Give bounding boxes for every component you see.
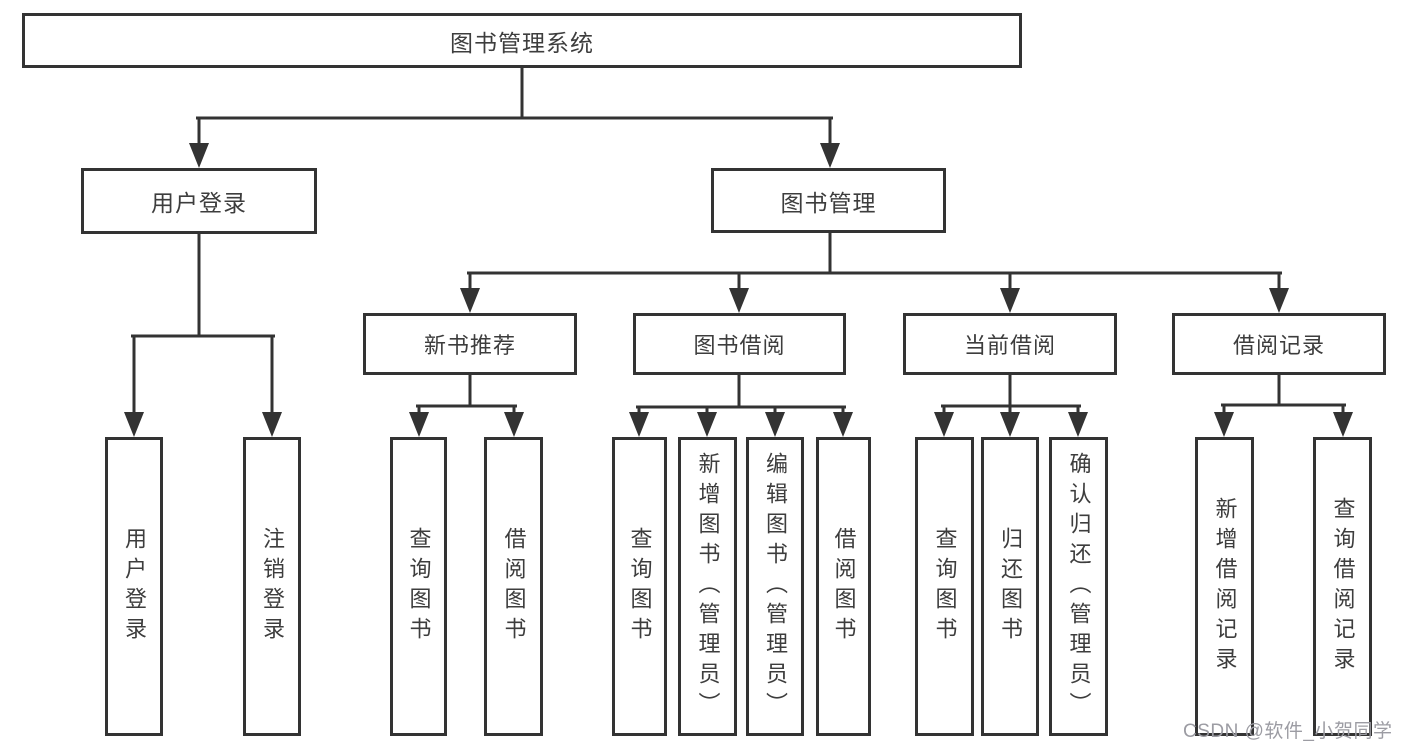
leaf-borrow-books-label: 借阅图书 [831, 526, 857, 647]
leaf-query-books-current-label: 查询图书 [932, 526, 958, 647]
leaf-edit-books-admin-label: 编辑图书（管理员） [763, 451, 788, 722]
node-user-login-branch-label: 用户登录 [151, 190, 247, 216]
leaf-add-borrow-record-label: 新增借阅记录 [1212, 496, 1238, 677]
connector-borrow-records [1214, 375, 1353, 437]
connector-root [189, 68, 840, 168]
leaf-query-borrow-record: 查询借阅记录 [1313, 437, 1372, 736]
node-user-login-branch: 用户登录 [81, 168, 317, 234]
leaf-user-login-label: 用户登录 [122, 526, 147, 647]
node-book-borrow: 图书借阅 [633, 313, 846, 375]
leaf-query-borrow-record-label: 查询借阅记录 [1330, 496, 1356, 677]
node-borrow-records: 借阅记录 [1172, 313, 1386, 375]
leaf-query-books-borrow: 查询图书 [612, 437, 667, 736]
leaf-borrow-books-recommend-label: 借阅图书 [501, 526, 527, 647]
leaf-logout: 注销登录 [243, 437, 301, 736]
node-current-borrow-label: 当前借阅 [963, 333, 1056, 358]
leaf-return-books-label: 归还图书 [998, 526, 1023, 647]
leaf-edit-books-admin: 编辑图书（管理员） [746, 437, 804, 736]
connector-current-borrow [934, 375, 1088, 437]
leaf-user-login: 用户登录 [105, 437, 163, 736]
node-book-management-branch-label: 图书管理 [780, 189, 877, 216]
node-borrow-records-label: 借阅记录 [1232, 333, 1325, 358]
connector-book-management [460, 233, 1289, 313]
leaf-confirm-return-admin-label: 确认归还（管理员） [1066, 451, 1092, 722]
node-current-borrow: 当前借阅 [903, 313, 1117, 375]
leaf-borrow-books-recommend: 借阅图书 [484, 437, 543, 736]
leaf-logout-label: 注销登录 [260, 526, 285, 647]
node-root-system-label: 图书管理系统 [450, 29, 594, 56]
node-book-borrow-label: 图书借阅 [693, 333, 786, 358]
leaf-add-borrow-record: 新增借阅记录 [1195, 437, 1254, 736]
leaf-query-books-recommend-label: 查询图书 [406, 526, 432, 647]
leaf-query-books-recommend: 查询图书 [390, 437, 447, 736]
node-root-system: 图书管理系统 [22, 13, 1022, 68]
node-new-book-recommend: 新书推荐 [363, 313, 577, 375]
node-book-management-branch: 图书管理 [711, 168, 946, 233]
leaf-confirm-return-admin: 确认归还（管理员） [1049, 437, 1108, 736]
leaf-add-books-admin-label: 新增图书（管理员） [695, 451, 721, 722]
node-new-book-recommend-label: 新书推荐 [423, 333, 516, 358]
leaf-borrow-books: 借阅图书 [816, 437, 871, 736]
leaf-query-books-borrow-label: 查询图书 [627, 526, 653, 647]
connector-user-login [124, 234, 282, 437]
leaf-add-books-admin: 新增图书（管理员） [678, 437, 737, 736]
connector-book-borrow [629, 375, 853, 437]
leaf-query-books-current: 查询图书 [915, 437, 974, 736]
leaf-return-books: 归还图书 [981, 437, 1039, 736]
csdn-watermark: CSDN @软件_小贺同学 [1183, 721, 1393, 742]
connector-new-book [409, 375, 524, 437]
